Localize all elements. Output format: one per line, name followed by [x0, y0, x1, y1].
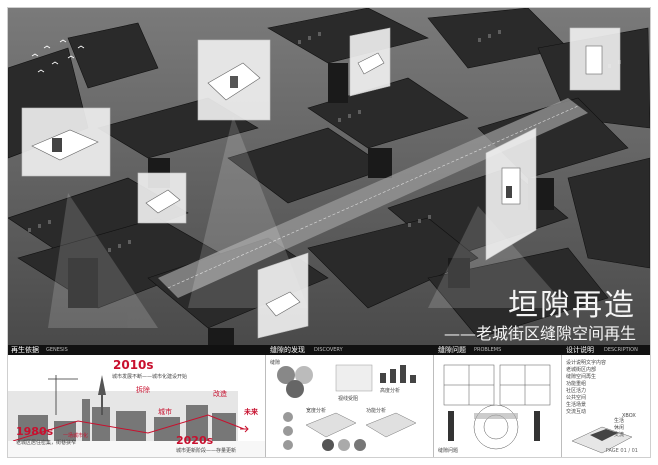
- desc-tag-exchange: 交流: [614, 432, 625, 438]
- discovery-diagrams: [277, 364, 417, 451]
- desc-line-6: 公共空间: [566, 395, 587, 401]
- panel-description: 设计说明文字内容 老城街区内部 缝隙空间再生 功能重组 社区活力 公共空间 生活…: [562, 355, 650, 457]
- year-2010s: 2010s: [113, 358, 154, 372]
- section-discovery-en: DISCOVERY: [314, 347, 343, 353]
- desc-tag-xbox: XBOX: [622, 413, 636, 419]
- note-2020s: 城市更新阶段——存量更新: [176, 448, 237, 454]
- birds-icon: [31, 39, 85, 73]
- poster-title-block: 垣隙再造 ——老城街区缝隙空间再生: [444, 290, 636, 344]
- section-header-bar: 再生依据 GENESIS 缝隙的发现 DISCOVERY 缝隙问题 PROBLE…: [8, 345, 650, 355]
- discovery-item-width: 宽度分析: [306, 408, 327, 414]
- label-1980-sub: 一场城市化: [63, 433, 89, 439]
- section-description-cn: 设计说明: [566, 346, 594, 354]
- discovery-item-gap: 缝隙: [270, 360, 281, 366]
- poster-board: 垣隙再造 ——老城街区缝隙空间再生 再生依据 GENESIS 缝隙的发现 DIS…: [7, 7, 651, 458]
- discovery-item-function: 功能分析: [366, 408, 387, 414]
- poster-title: 垣隙再造: [508, 288, 636, 323]
- label-future: 未来: [244, 408, 258, 416]
- desc-line-5: 社区活力: [566, 388, 587, 394]
- main-street: [158, 98, 588, 298]
- year-1980s: 1980s: [16, 425, 54, 438]
- discovery-item-height: 高度分析: [380, 388, 401, 394]
- poster-subtitle: ——老城街区缝隙空间再生: [443, 324, 636, 343]
- section-discovery-cn: 缝隙的发现: [270, 346, 305, 354]
- desc-line-8: 交流互动: [566, 409, 587, 415]
- desc-tag-life: 生活: [614, 418, 625, 424]
- tag-demolish: 拆除: [136, 386, 150, 394]
- note-2010s: 城市发展不断——城市化建设开始: [112, 374, 188, 380]
- floating-panels: [21, 27, 621, 339]
- section-description-en: DESCRIPTION: [604, 347, 638, 353]
- panel-genesis-timeline: 2010s 城市发展不断——城市化建设开始 1980s 老城区居住密集，街巷狭窄…: [8, 355, 266, 457]
- desc-tag-leisure: 休闲: [614, 425, 625, 431]
- problems-label: 缝隙问题: [438, 448, 459, 454]
- desc-line-7: 生活场景: [566, 402, 587, 408]
- section-genesis-cn: 再生依据: [11, 346, 39, 354]
- building-blocks: [8, 8, 650, 339]
- desc-line-4: 功能重组: [566, 381, 587, 387]
- description-diagram: [571, 426, 633, 454]
- desc-line-2: 老城街区内部: [566, 367, 597, 373]
- desc-line-3: 缝隙空间再生: [566, 374, 597, 380]
- note-1980s: 老城区居住密集，街巷狭窄: [16, 440, 77, 446]
- year-2020s: 2020s: [176, 434, 214, 447]
- poster-footer: PAGE 01 / 01: [605, 448, 638, 454]
- tag-renovate: 改造: [213, 390, 227, 398]
- desc-line-1: 设计说明文字内容: [566, 360, 607, 366]
- axonometric-hero: 垣隙再造 ——老城街区缝隙空间再生: [8, 8, 650, 345]
- panel-problems: 缝隙问题: [434, 355, 562, 457]
- tag-city: 城市: [158, 408, 172, 416]
- discovery-item-sight: 视线受阻: [338, 396, 359, 402]
- timeline-illustration: [8, 375, 265, 457]
- panel-discovery: 缝隙 视线受阻 高度分析 宽度分析 功能分析: [266, 355, 434, 457]
- section-genesis-en: GENESIS: [46, 347, 68, 353]
- hero-illustration: [8, 8, 650, 345]
- problems-diagram: [443, 364, 551, 450]
- section-problems-en: PROBLEMS: [474, 347, 502, 353]
- bottom-panels: 2010s 城市发展不断——城市化建设开始 1980s 老城区居住密集，街巷狭窄…: [8, 355, 650, 457]
- section-problems-cn: 缝隙问题: [438, 346, 466, 354]
